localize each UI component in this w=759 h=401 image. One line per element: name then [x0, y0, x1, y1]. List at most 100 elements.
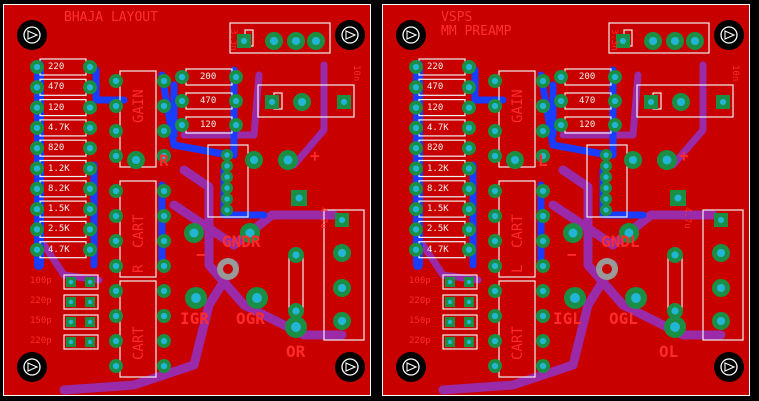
ground-label: GNDL [601, 232, 640, 251]
blue-trace [158, 71, 233, 159]
pcb-hole [647, 98, 655, 106]
pcb-hole [539, 77, 547, 85]
pcb-hole [716, 316, 726, 326]
pcb-hole [160, 287, 168, 295]
og-label: OGL [609, 309, 638, 328]
pcb-hole [252, 293, 262, 303]
pcb-hole [160, 237, 168, 245]
pcb-hole [112, 127, 120, 135]
pcb-hole [33, 165, 41, 172]
pcb-hole [674, 194, 682, 202]
pcb-hole [189, 228, 199, 238]
pcb-hole [412, 226, 420, 233]
pcb-hole [568, 228, 578, 238]
small-cap-value-label: 100p [30, 276, 52, 286]
mounting-hole-marker [345, 30, 357, 40]
resistor-value-label: 820 [48, 143, 65, 154]
channel-label: R [159, 151, 169, 170]
pcb-hole [491, 312, 499, 320]
pcb-hole [112, 287, 120, 295]
ic-label-cart-1: CART [510, 214, 526, 248]
resistor-value-label: 470 [200, 96, 217, 106]
pcb-hole [338, 216, 346, 224]
pcb-hole [224, 163, 230, 169]
pcb-hole [611, 73, 619, 81]
small-cap-value-label: 220p [30, 336, 52, 346]
pcb-hole [465, 185, 473, 192]
pcb-hole [178, 121, 186, 129]
pcb-hole [412, 185, 420, 192]
resistor-value-label: 200 [200, 72, 217, 82]
mounting-hole-ring [402, 26, 420, 44]
minus-sign: − [196, 245, 206, 264]
pcb-hole [86, 63, 94, 71]
pcb-hole [716, 283, 726, 293]
pcb-hole [412, 165, 420, 172]
small-cap-value-label: 220p [409, 296, 431, 306]
ic-cart-2-outline [119, 280, 157, 378]
pcb-hole [86, 185, 94, 192]
pcb-hole [224, 174, 230, 180]
pcb-hole [291, 322, 301, 332]
mounting-hole [714, 352, 744, 382]
pcb-hole [491, 187, 499, 195]
pcb-hole [557, 73, 565, 81]
board-title: BHAJA LAYOUT [64, 10, 158, 25]
resistor-value-label: 4.7K [48, 122, 70, 133]
pcb-hole [491, 152, 499, 160]
resistor-value-label: 4.7K [48, 244, 70, 255]
pcb-hole [491, 362, 499, 370]
pcb-hole [268, 98, 276, 106]
pcb-hole [491, 77, 499, 85]
pcb-hole [603, 207, 609, 213]
small-cap-outline [442, 294, 478, 310]
pcb-hole [112, 262, 120, 270]
pcb-hole [491, 262, 499, 270]
pcb-hole [292, 307, 300, 315]
pcb-hole [33, 226, 41, 233]
pcb-hole [33, 145, 41, 152]
pcb-hole [465, 84, 473, 91]
pcb-hole [412, 84, 420, 91]
resistor-value-label: 470 [48, 82, 65, 93]
pcb-hole [86, 246, 94, 253]
pcb-hole [249, 155, 259, 165]
pcb-hole [466, 299, 472, 305]
pcb-hole [648, 36, 658, 46]
pcb-hole [340, 98, 348, 106]
purple-trace-bottom [438, 260, 618, 395]
resistor-value-label: 4.7K [427, 122, 449, 133]
plus-sign: + [310, 146, 320, 165]
pcb-hole [160, 312, 168, 320]
pcb-hole [112, 212, 120, 220]
pcb-hole [539, 312, 547, 320]
pcb-hole [160, 337, 168, 345]
pcb-hole [619, 37, 627, 45]
pcb-hole [240, 37, 248, 45]
out-label: OL [659, 342, 679, 361]
resistor-value-label: 1.5K [48, 204, 70, 215]
board-title-line-2: MM PREAMP [441, 24, 512, 39]
channel-label: L [538, 151, 548, 170]
pcb-hole [603, 185, 609, 191]
pcb-hole [412, 205, 420, 213]
pcb-hole [717, 216, 725, 224]
pcb-hole [68, 279, 74, 285]
pcb-hole [33, 63, 41, 71]
pcb-hole [603, 152, 609, 158]
resistor-value-label: 220 [48, 62, 65, 72]
pcb-hole [86, 205, 94, 213]
pcb-hole [337, 248, 347, 258]
ic-label-gain: GAIN [131, 89, 147, 123]
resistor-value-label: 470 [427, 82, 444, 93]
output-resistor-outline [667, 254, 683, 312]
mounting-hole-ring [23, 358, 41, 376]
pcb-hole [86, 104, 94, 111]
pcb-hole [412, 124, 420, 132]
cap-label-10n: 10n [730, 65, 740, 82]
pcb-hole [224, 185, 230, 191]
mounting-hole-marker [27, 30, 39, 40]
pcb-hole [690, 36, 700, 46]
opamp-outline [586, 144, 628, 218]
mounting-hole-marker [406, 30, 418, 40]
